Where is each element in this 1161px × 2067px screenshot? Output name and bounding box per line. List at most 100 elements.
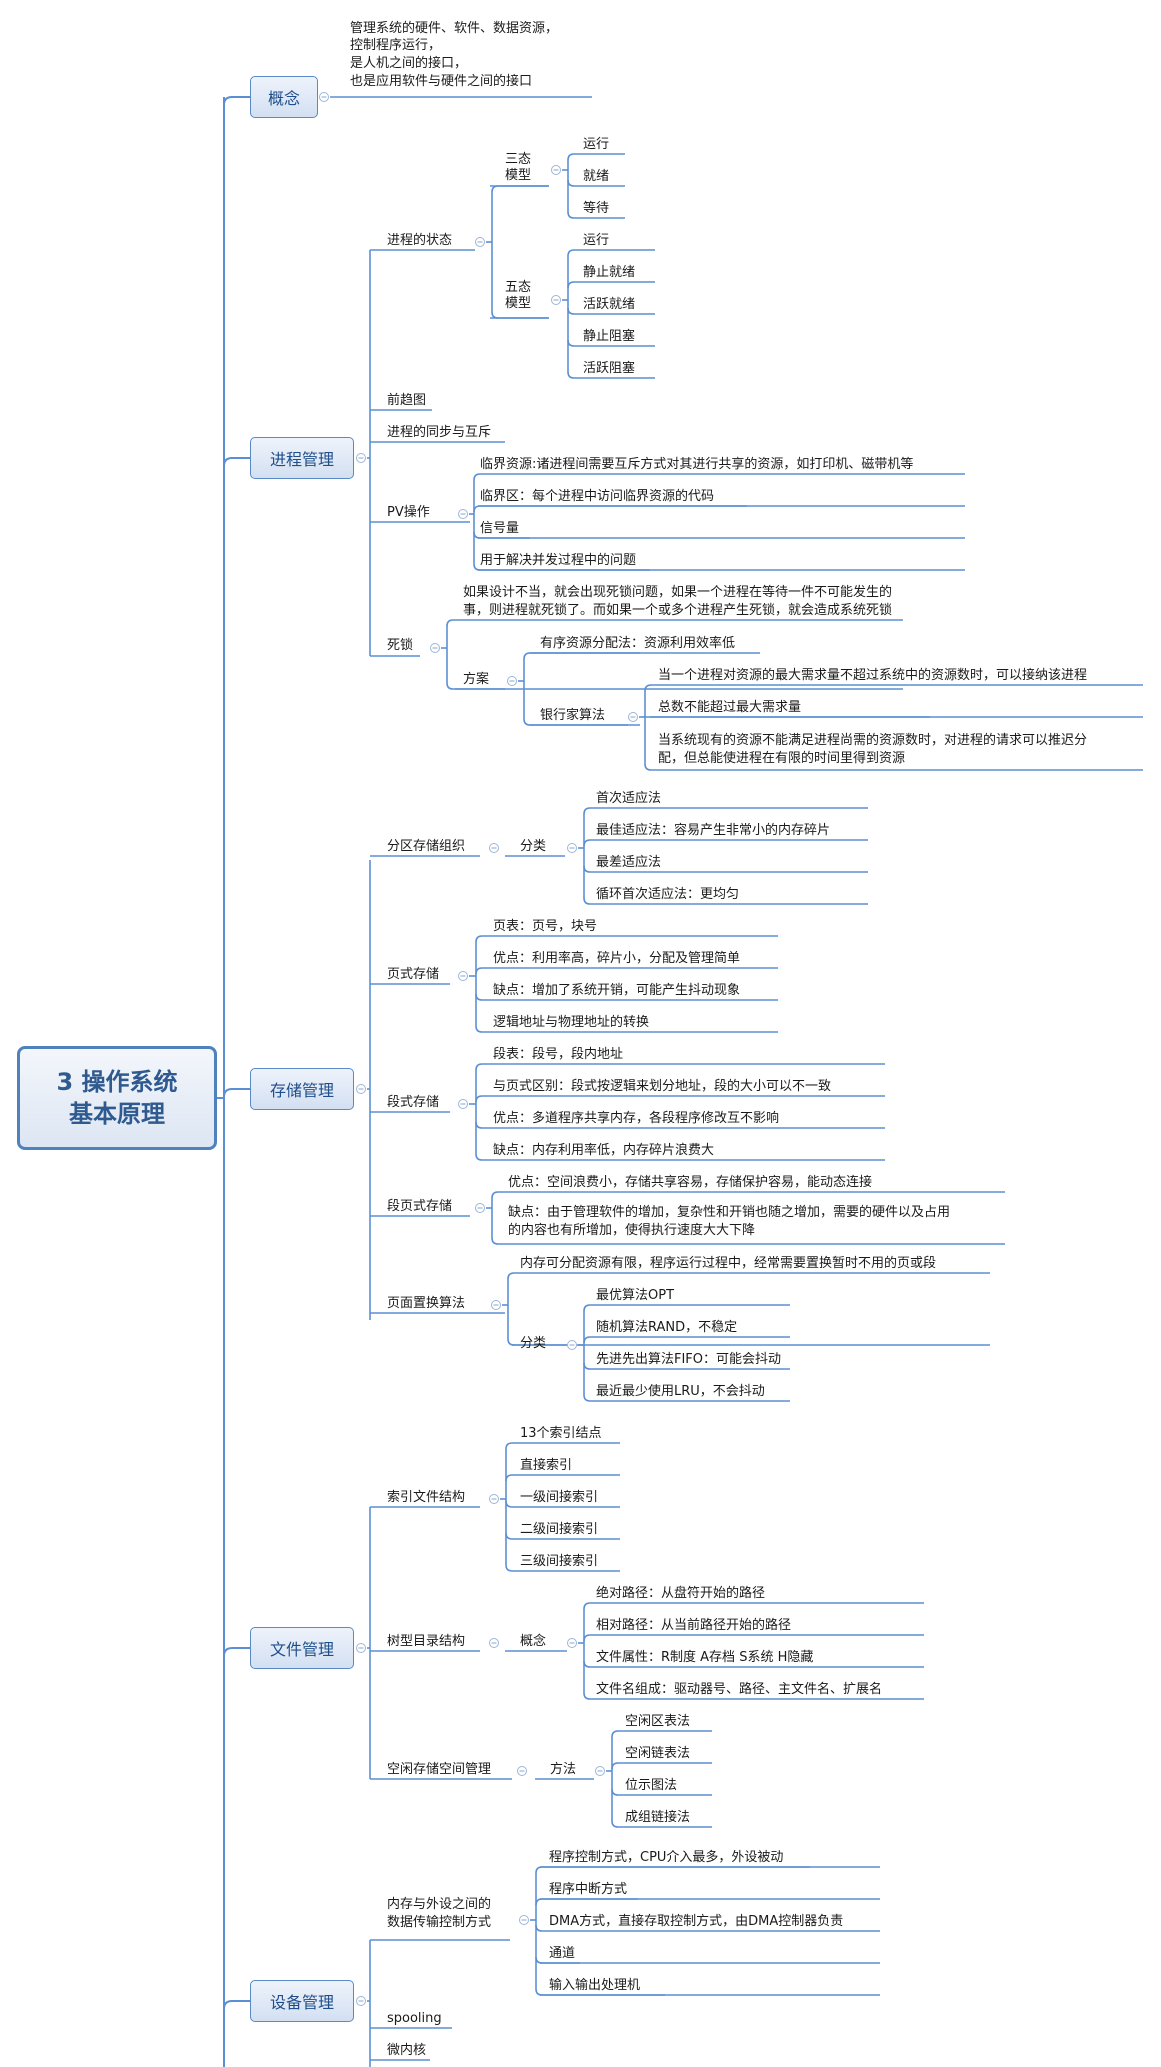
connector-line <box>491 1237 1005 1245</box>
branch-process[interactable]: 进程管理 <box>250 437 354 479</box>
transfer-item-4[interactable]: 通道 <box>549 1946 576 1961</box>
connector-line <box>611 1820 712 1828</box>
index-item-5[interactable]: 三级间接索引 <box>520 1554 599 1569</box>
process-state[interactable]: 进程的状态 <box>387 233 453 248</box>
free-item-3[interactable]: 位示图法 <box>625 1778 678 1793</box>
five-state-5[interactable]: 活跃阻塞 <box>583 361 636 376</box>
replacement-classify[interactable]: 分类 <box>520 1336 547 1351</box>
five-state-2[interactable]: 静止就绪 <box>583 265 636 280</box>
free-method[interactable]: 方法 <box>550 1762 577 1777</box>
three-state-3[interactable]: 等待 <box>583 201 610 216</box>
partition-storage[interactable]: 分区存储组织 <box>387 839 466 854</box>
banker-item-1[interactable]: 当一个进程对资源的最大需求量不超过系统中的资源数时，可以接纳该进程 <box>658 668 1088 683</box>
branch-storage[interactable]: 存储管理 <box>250 1068 354 1110</box>
partition-classify[interactable]: 分类 <box>520 839 547 854</box>
tree-directory[interactable]: 树型目录结构 <box>387 1634 466 1649</box>
free-item-2[interactable]: 空闲链表法 <box>625 1746 691 1761</box>
segment-storage[interactable]: 段式存储 <box>387 1095 440 1110</box>
page-item-3[interactable]: 缺点：增加了系统开销，可能产生抖动现象 <box>493 983 741 998</box>
pv-item-4[interactable]: 用于解决并发过程中的问题 <box>480 553 637 568</box>
replacement-item-4[interactable]: 最近最少使用LRU，不会抖动 <box>596 1384 765 1399</box>
connector-line <box>567 371 655 379</box>
connector-line <box>583 1394 790 1402</box>
tree-item-3[interactable]: 文件属性：R制度 A存档 S系统 H隐藏 <box>596 1650 814 1665</box>
tree-item-1[interactable]: 绝对路径：从盘符开始的路径 <box>596 1586 766 1601</box>
connector-line <box>567 307 655 315</box>
connector-line <box>611 1762 712 1770</box>
five-state-1[interactable]: 运行 <box>583 233 610 248</box>
replacement-item-1[interactable]: 最优算法OPT <box>596 1288 675 1303</box>
page-item-2[interactable]: 优点：利用率高，碎片小，分配及管理简单 <box>493 951 741 966</box>
pv-item-1[interactable]: 临界资源:诸进程间需要互斥方式对其进行共享的资源，如打印机、磁带机等 <box>480 457 914 472</box>
microkernel[interactable]: 微内核 <box>387 2043 427 2058</box>
segpage-pro[interactable]: 优点：空间浪费小，存储共享容易，存储保护容易，能动态连接 <box>508 1175 873 1190</box>
transfer-item-1[interactable]: 程序控制方式，CPU介入最多，外设被动 <box>549 1850 784 1865</box>
transfer-item-5[interactable]: 输入输出处理机 <box>549 1978 641 1993</box>
three-state-1[interactable]: 运行 <box>583 137 610 152</box>
index-item-1[interactable]: 13个索引结点 <box>520 1426 602 1441</box>
transfer-item-2[interactable]: 程序中断方式 <box>549 1882 628 1897</box>
five-state-4[interactable]: 静止阻塞 <box>583 329 636 344</box>
connector-line <box>475 1121 885 1129</box>
index-item-3[interactable]: 一级间接索引 <box>520 1490 599 1505</box>
segment-item-3[interactable]: 优点：多道程序共享内存，各段程序修改互不影响 <box>493 1111 780 1126</box>
replacement-item-2[interactable]: 随机算法RAND，不稳定 <box>596 1320 738 1335</box>
three-state-2[interactable]: 就绪 <box>583 169 610 184</box>
connector-line <box>507 1338 990 1346</box>
replacement-desc[interactable]: 内存可分配资源有限，程序运行过程中，经常需要置换暂时不用的页或段 <box>520 1256 937 1271</box>
free-item-4[interactable]: 成组链接法 <box>625 1810 691 1825</box>
spooling[interactable]: spooling <box>387 2011 442 2026</box>
five-state-3[interactable]: 活跃就绪 <box>583 297 636 312</box>
segment-item-4[interactable]: 缺点：内存利用率低，内存碎片浪费大 <box>493 1143 715 1158</box>
page-item-4[interactable]: 逻辑地址与物理地址的转换 <box>493 1015 650 1030</box>
three-state-model[interactable]: 三态模型 <box>505 152 532 183</box>
connector-line <box>473 531 965 539</box>
deadlock-scheme[interactable]: 方案 <box>463 672 490 687</box>
segment-item-1[interactable]: 段表：段号，段内地址 <box>493 1047 624 1062</box>
partition-item-2[interactable]: 最佳适应法：容易产生非常小的内存碎片 <box>596 823 831 838</box>
banker-item-3b: 配，但总能使进程在有限的时间里得到资源 <box>658 751 906 766</box>
five-state-model[interactable]: 五态模型 <box>505 280 532 311</box>
connector-line <box>535 1898 880 1906</box>
connector-line <box>223 2000 250 2010</box>
partition-item-1[interactable]: 首次适应法 <box>596 791 662 806</box>
deadlock[interactable]: 死锁 <box>387 638 414 653</box>
process-sync[interactable]: 进程的同步与互斥 <box>387 425 492 440</box>
ordered-allocation[interactable]: 有序资源分配法：资源利用效率低 <box>540 636 736 651</box>
pv-item-2[interactable]: 临界区：每个进程中访问临界资源的代码 <box>480 489 715 504</box>
connector-line <box>583 897 868 905</box>
page-replacement[interactable]: 页面置换算法 <box>387 1296 466 1311</box>
tree-item-4[interactable]: 文件名组成：驱动器号、路径、主文件名、扩展名 <box>596 1682 883 1697</box>
connector-line <box>644 763 1143 771</box>
connector-line <box>567 339 655 347</box>
root-topic[interactable]: 3 操作系统 基本原理 <box>17 1046 217 1150</box>
concept-desc-2: 控制程序运行， <box>350 38 442 53</box>
index-file[interactable]: 索引文件结构 <box>387 1490 466 1505</box>
index-item-2[interactable]: 直接索引 <box>520 1458 573 1473</box>
connector-line <box>523 718 640 726</box>
page-storage[interactable]: 页式存储 <box>387 967 440 982</box>
free-item-1[interactable]: 空闲区表法 <box>625 1714 691 1729</box>
banker-algorithm[interactable]: 银行家算法 <box>540 708 606 723</box>
precedence-graph[interactable]: 前趋图 <box>387 393 427 408</box>
partition-item-3[interactable]: 最差适应法 <box>596 855 662 870</box>
segment-item-2[interactable]: 与页式区别：段式按逻辑来划分地址，段的大小可以不一致 <box>493 1079 832 1094</box>
branch-device[interactable]: 设备管理 <box>250 1980 354 2022</box>
free-space[interactable]: 空闲存储空间管理 <box>387 1762 492 1777</box>
segpage-storage[interactable]: 段页式存储 <box>387 1199 453 1214</box>
tree-concept[interactable]: 概念 <box>520 1634 547 1649</box>
connector-line <box>475 1095 885 1103</box>
pv-item-3[interactable]: 信号量 <box>480 521 520 536</box>
pv-operation[interactable]: PV操作 <box>387 505 430 520</box>
branch-concept[interactable]: 概念 <box>250 76 318 118</box>
index-item-4[interactable]: 二级间接索引 <box>520 1522 599 1537</box>
tree-item-2[interactable]: 相对路径：从当前路径开始的路径 <box>596 1618 792 1633</box>
connector-line <box>583 839 868 847</box>
branch-file[interactable]: 文件管理 <box>250 1627 354 1669</box>
replacement-item-3[interactable]: 先进先出算法FIFO：可能会抖动 <box>596 1352 782 1367</box>
transfer-item-3[interactable]: DMA方式，直接存取控制方式，由DMA控制器负责 <box>549 1914 844 1929</box>
partition-item-4[interactable]: 循环首次适应法：更均匀 <box>596 887 740 902</box>
page-item-1[interactable]: 页表：页号，块号 <box>493 919 598 934</box>
banker-item-2[interactable]: 总数不能超过最大需求量 <box>658 700 802 715</box>
